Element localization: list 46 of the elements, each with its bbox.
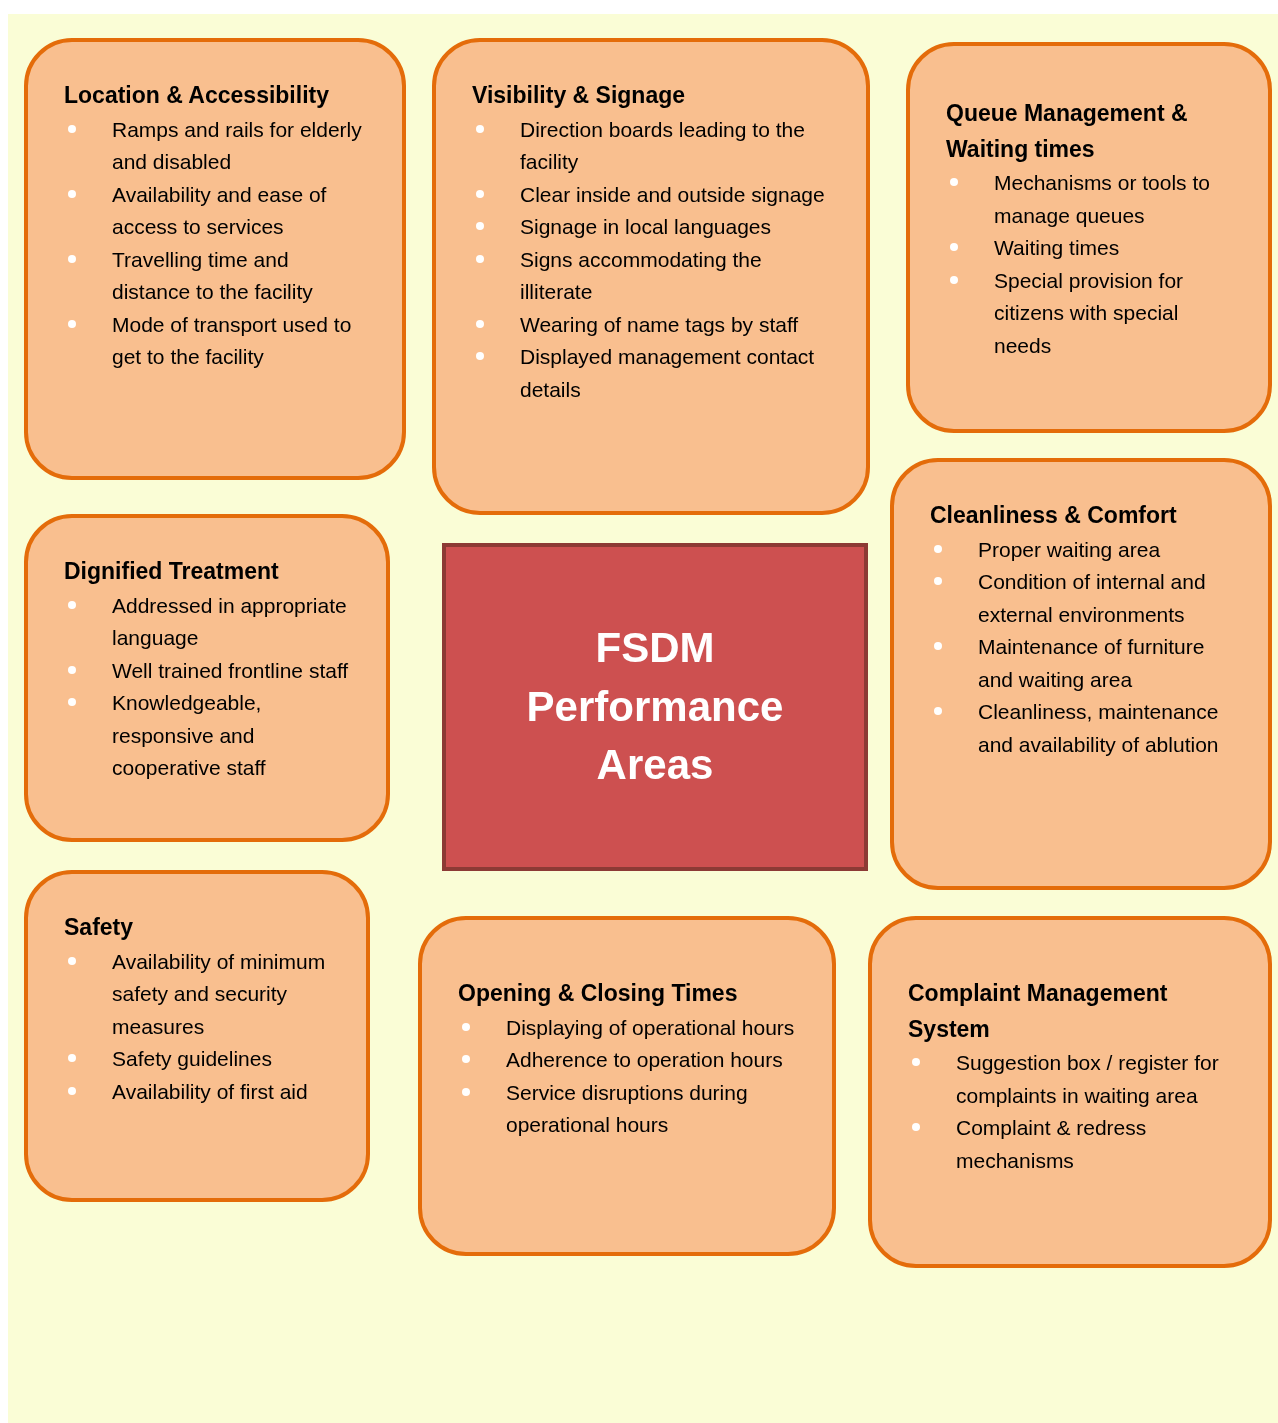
area-heading: Cleanliness & Comfort <box>930 501 1178 530</box>
bullet-text: Mode of transport used to get to the facility <box>112 311 353 371</box>
area-card <box>432 38 870 515</box>
bullet-text: Signage in local languages <box>520 214 772 241</box>
area-heading: Queue Management & Waiting times <box>946 99 1189 164</box>
bullet-text: Clear inside and outside signage <box>520 181 825 208</box>
area-card <box>24 870 370 1202</box>
center-title: FSDM Performance Areas <box>525 622 785 791</box>
bullet-text: Waiting times <box>994 235 1120 262</box>
bullet-text: Service disruptions during operational hours <box>506 1079 749 1139</box>
area-heading: Visibility & Signage <box>472 81 687 110</box>
area-card <box>24 514 390 842</box>
bullet-text: Knowledgeable, responsive and cooperative staff <box>112 690 267 782</box>
bullet-text: Special provision for citizens with special needs <box>994 267 1185 359</box>
bullet-text: Addressed in appropriate language <box>112 592 348 652</box>
bullet-text: Mechanisms or tools to manage queues <box>994 170 1211 229</box>
bullet-text: Travelling time and distance to the facility <box>112 246 314 306</box>
bullet-text: Availability of minimum safety and security measures <box>112 948 327 1040</box>
area-heading: Location & Accessibility <box>64 81 330 110</box>
area-card <box>868 916 1272 1268</box>
area-heading: Opening & Closing Times <box>458 979 739 1008</box>
area-heading: Safety <box>64 913 135 942</box>
bullet-text: Ramps and rails for elderly and disabled <box>112 116 363 176</box>
bullet-text: Adherence to operation hours <box>506 1047 783 1074</box>
bullet-text: Displayed management contact details <box>520 344 816 403</box>
bullet-text: Complaint & redress mechanisms <box>956 1115 1148 1174</box>
area-heading: Dignified Treatment <box>64 557 280 586</box>
bullet-text: Condition of internal and external environments <box>978 569 1207 628</box>
center-box <box>442 543 868 871</box>
bullet-text: Signs accommodating the illiterate <box>520 246 763 306</box>
bullet-text: Safety guidelines <box>112 1046 272 1073</box>
bullet-text: Wearing of name tags by staff <box>520 311 799 338</box>
bullet-text: Direction boards leading to the facility <box>520 116 806 176</box>
area-card <box>906 42 1272 433</box>
area-heading: Complaint Management System <box>908 979 1169 1044</box>
bullet-text: Availability and ease of access to services <box>112 181 328 241</box>
bullet-text: Suggestion box / register for complaints in waiting area <box>956 1050 1220 1109</box>
bullet-text: Availability of first aid <box>112 1078 308 1105</box>
area-card <box>890 458 1272 890</box>
bullet-text: Cleanliness, maintenance and availability of ablution <box>978 699 1220 758</box>
bullet-text: Displaying of operational hours <box>506 1014 795 1041</box>
bullet-text: Well trained frontline staff <box>112 657 349 684</box>
area-card <box>418 916 836 1256</box>
area-card <box>24 38 406 480</box>
bullet-text: Proper waiting area <box>978 536 1161 563</box>
bullet-text: Maintenance of furniture and waiting area <box>978 634 1206 693</box>
